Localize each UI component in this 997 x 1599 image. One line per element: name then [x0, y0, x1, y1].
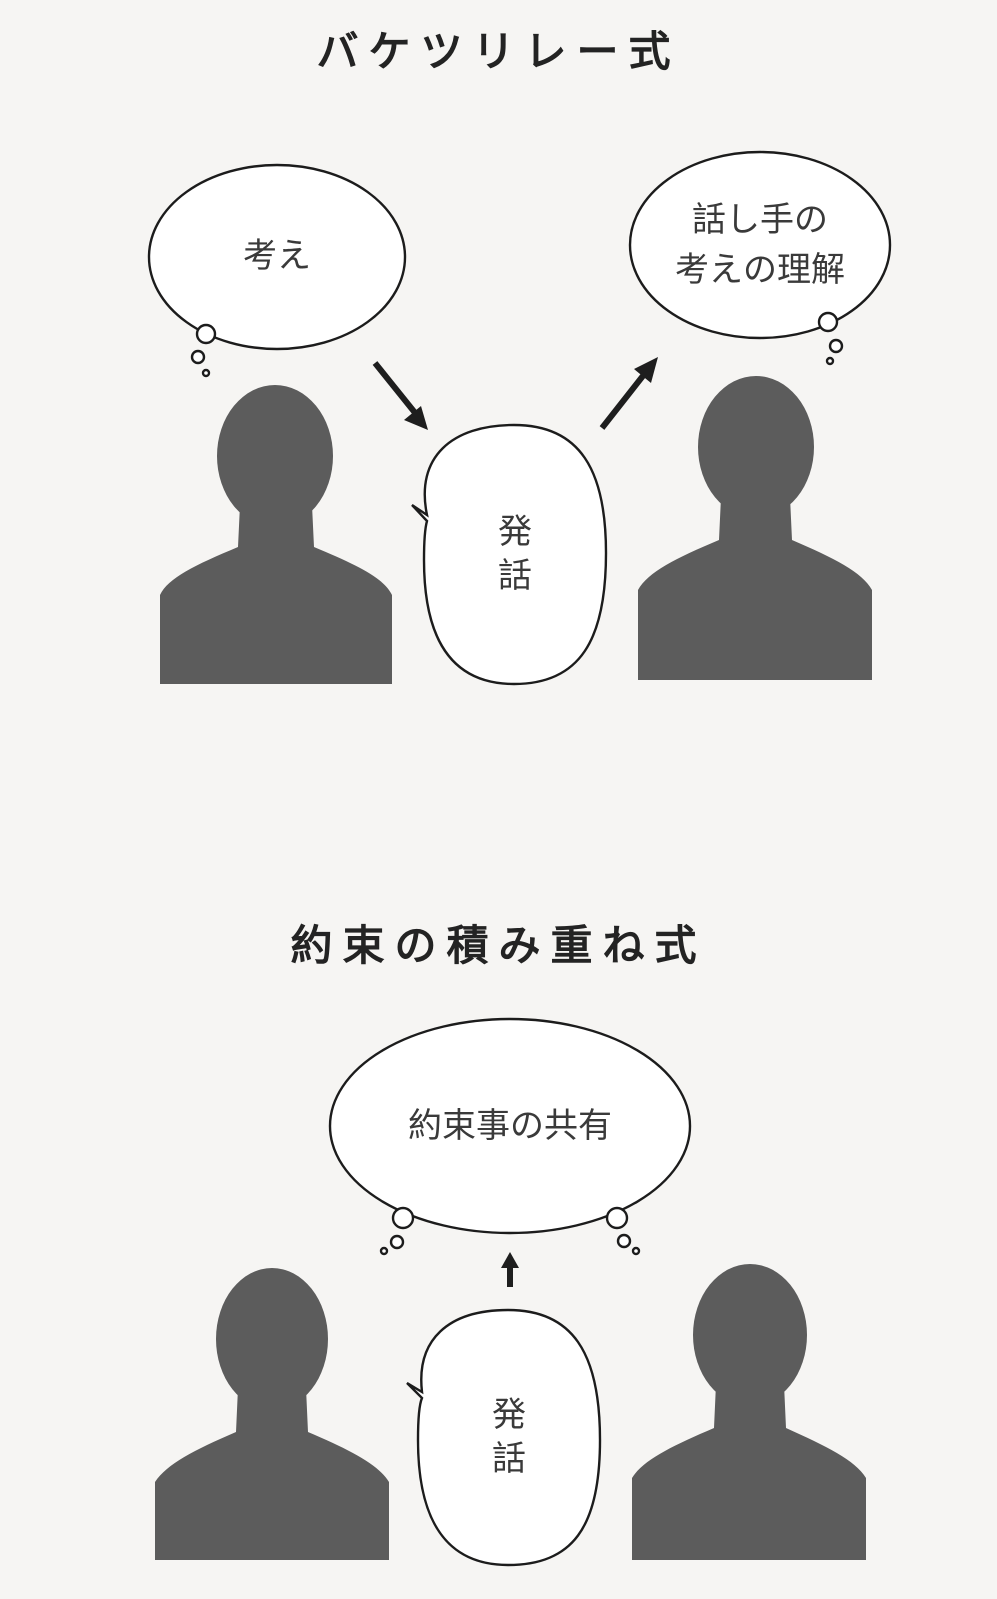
arrow-utterance-to-listener [599, 357, 658, 430]
listener-thought-label-line2: 考えの理解 [675, 250, 845, 290]
arrow-speaker-to-utterance [372, 361, 428, 430]
utterance-label: 発 話 [498, 512, 532, 596]
listener-thought-bubble [628, 150, 892, 366]
section-title-promise-stacking: 約束の積み重ね式 [290, 921, 707, 970]
right-person-silhouette [632, 1264, 866, 1560]
arrow-utterance-to-shared [501, 1252, 519, 1287]
shared-thought-bubble [328, 1017, 692, 1256]
utterance-bubble [411, 423, 608, 686]
shared-thought-label: 約束事の共有 [408, 1106, 612, 1146]
speaker-thought-label: 考え [243, 236, 311, 276]
left-person-silhouette [155, 1268, 389, 1560]
listener-silhouette [638, 376, 872, 680]
speaker-silhouette [160, 385, 392, 684]
utterance-label-2: 発 話 [492, 1395, 526, 1479]
utterance-bubble-2 [406, 1308, 602, 1567]
speaker-thought-bubble [147, 163, 407, 378]
section-title-bucket-relay: バケツリレー式 [316, 27, 681, 76]
listener-thought-label-line1: 話し手の [692, 200, 828, 240]
